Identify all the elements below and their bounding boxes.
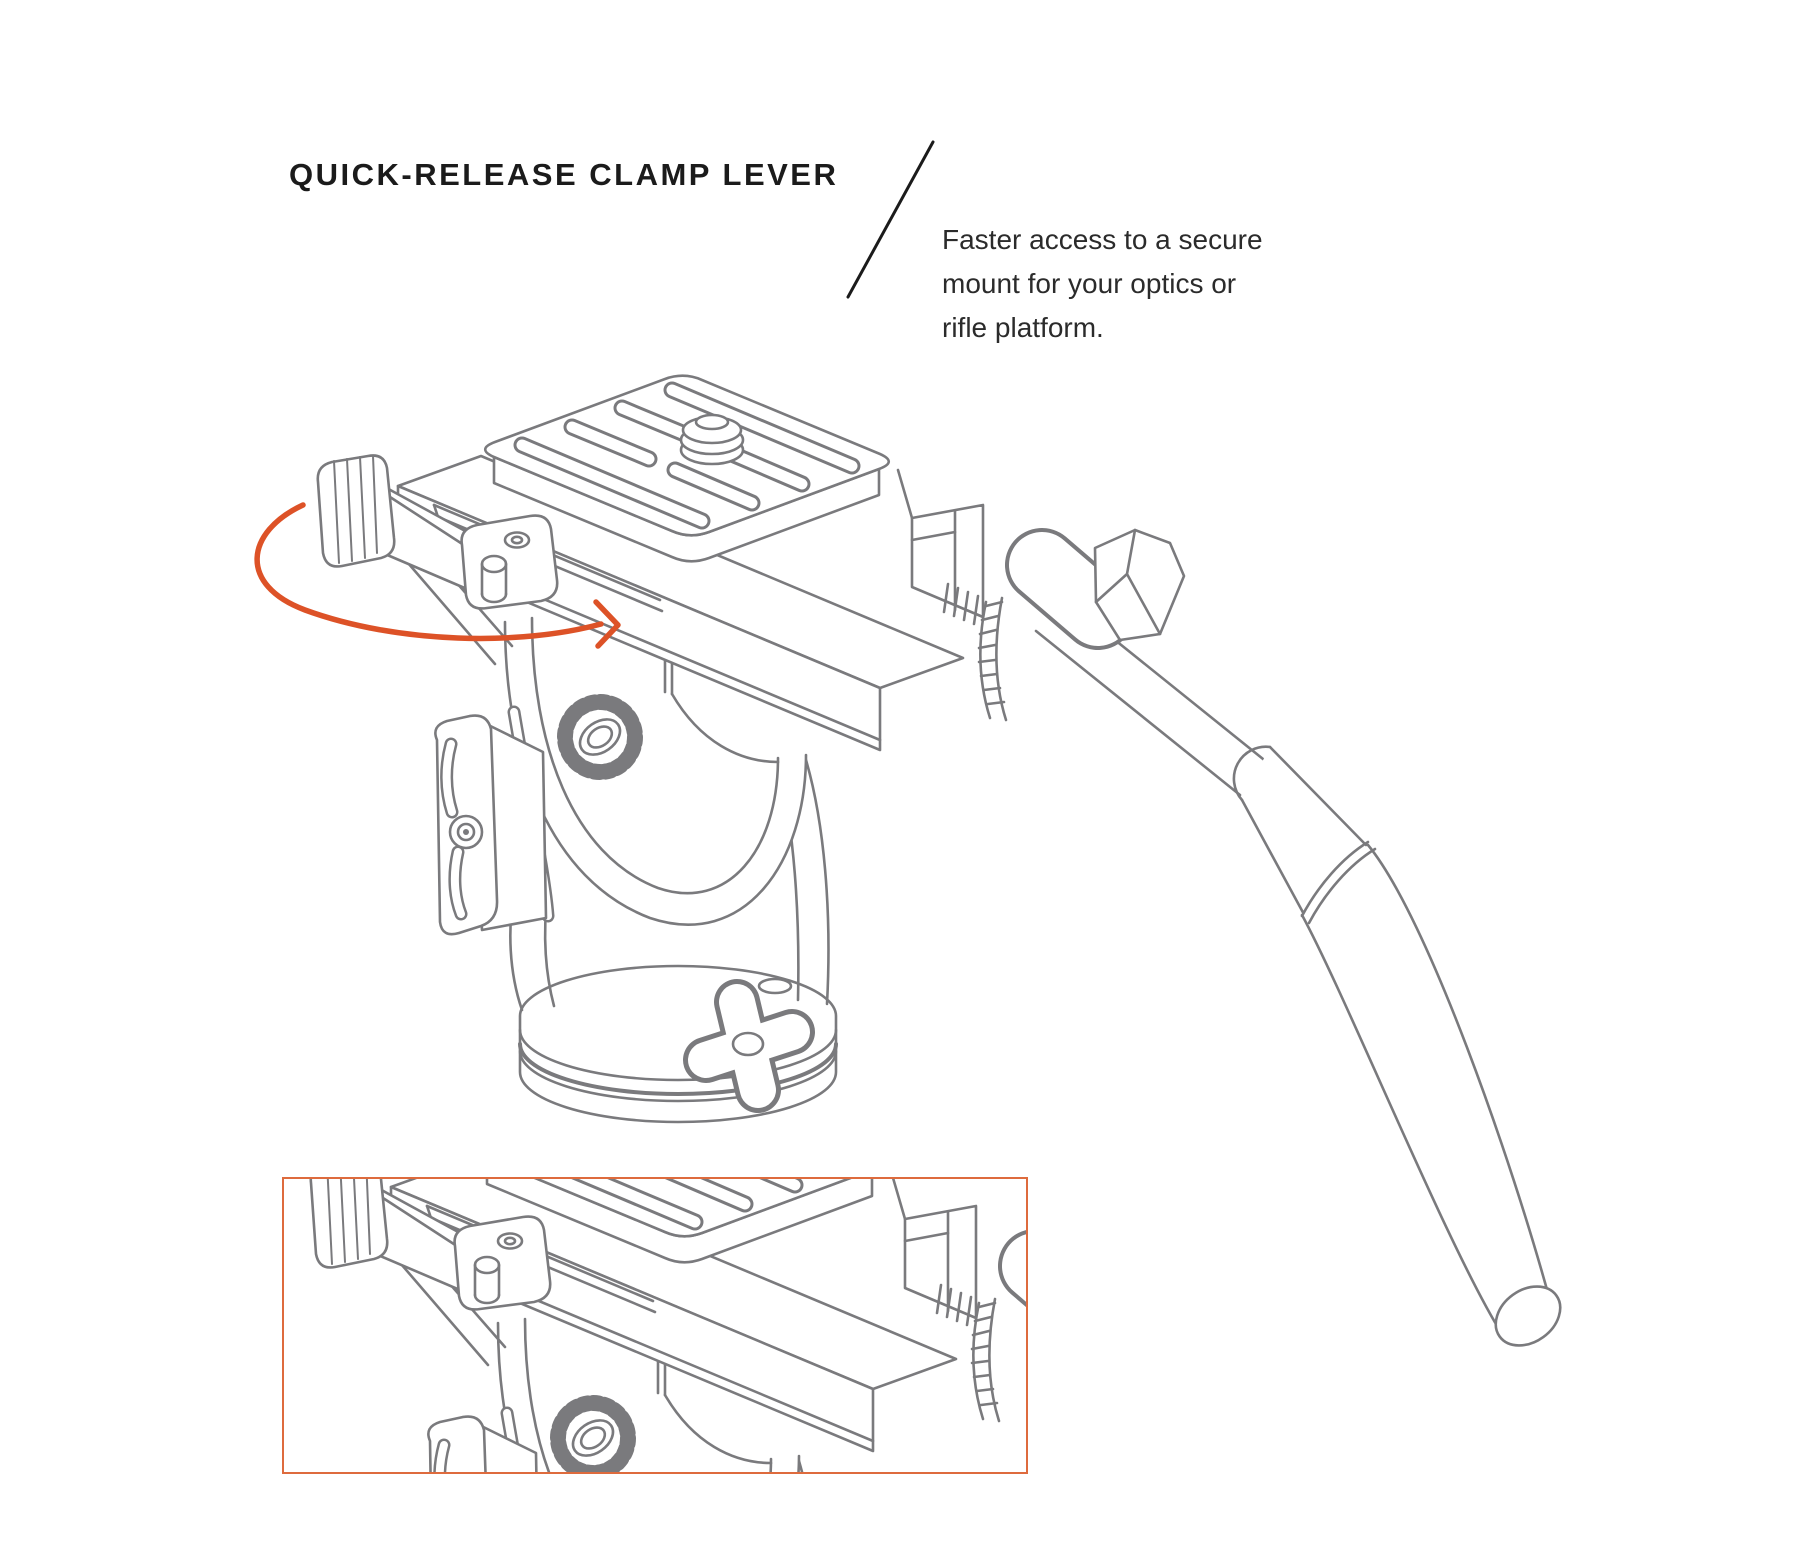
clamp-detail-inset: [283, 1178, 1027, 1473]
inset-border: [282, 1177, 1028, 1474]
lever-rotation-arrow: [254, 502, 621, 649]
callout-title: QUICK-RELEASE CLAMP LEVER: [289, 157, 839, 192]
callout-description-line: rifle platform.: [942, 312, 1104, 343]
callout-description: Faster access to a secure mount for your…: [942, 218, 1263, 350]
callout-description-line: Faster access to a secure: [942, 224, 1263, 255]
callout-description-line: mount for your optics or: [942, 268, 1237, 299]
callout-divider-line: [846, 140, 935, 299]
